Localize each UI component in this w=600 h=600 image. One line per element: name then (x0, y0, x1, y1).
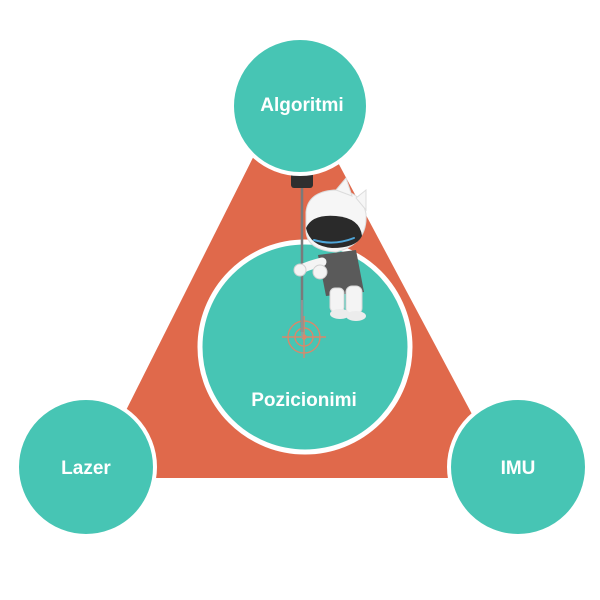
node-top: Algoritmi (230, 36, 370, 176)
target-icon (282, 316, 326, 358)
node-left-circle (15, 396, 157, 538)
node-right: IMU (447, 396, 589, 538)
node-top-label: Algoritmi (260, 95, 343, 116)
node-right-label: IMU (501, 458, 536, 479)
node-left-label: Lazer (61, 458, 111, 479)
node-right-circle (447, 396, 589, 538)
node-left: Lazer (15, 396, 157, 538)
center-label: Pozicionimi (251, 390, 357, 411)
node-top-circle (230, 36, 370, 176)
robot-mascot-icon (293, 176, 367, 321)
